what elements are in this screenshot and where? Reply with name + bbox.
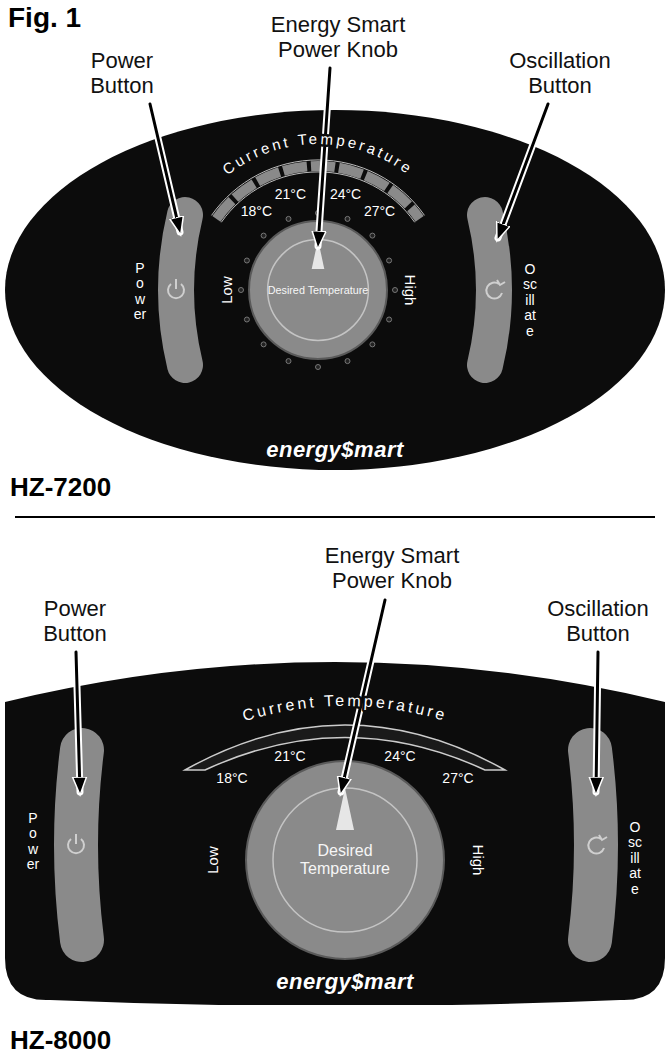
temperature-band <box>216 166 419 219</box>
temperature-mark: 18°C <box>216 771 247 785</box>
temperature-mark: 24°C <box>330 187 361 201</box>
oscillation-icon <box>588 835 607 854</box>
range-end: High <box>471 845 486 876</box>
temperature-mark: 24°C <box>384 749 415 763</box>
model-number: HZ-8000 <box>10 1027 111 1053</box>
knob-dot <box>387 258 392 263</box>
knob-dot <box>286 359 291 364</box>
knob-label: Desired Temperature <box>268 284 369 296</box>
knob-body <box>249 221 387 359</box>
temperature-mark: 27°C <box>442 771 473 785</box>
arc-text: Current Temperature <box>241 692 450 724</box>
range-end: Low <box>219 276 234 304</box>
callout-label: Energy Smart Power Knob <box>258 12 418 63</box>
callout-label: Energy Smart Power Knob <box>312 543 472 594</box>
button-name: Power <box>26 811 40 873</box>
oscillation-button <box>590 750 596 940</box>
leader-arrows <box>76 68 598 792</box>
oscillation-button <box>485 215 494 365</box>
divider-line <box>15 516 655 518</box>
range-end: Low <box>205 846 220 874</box>
callout-label: Oscillation Button <box>528 596 668 647</box>
knob-ring <box>268 240 369 341</box>
knob-ring <box>273 788 417 932</box>
temperature-band <box>185 725 505 770</box>
callout-label: Power Button <box>67 48 177 99</box>
knob-dot <box>370 342 375 347</box>
knob-label: Desired Temperature <box>273 842 417 879</box>
control-panel: energy$mart Desired Temperature <box>5 640 665 1005</box>
arc-heading: Current Temperature <box>241 692 450 724</box>
knob-dot <box>244 258 249 263</box>
power-icon <box>68 834 84 853</box>
knob-dot <box>316 365 321 370</box>
knob-dot <box>239 288 244 293</box>
knob-dot <box>345 359 350 364</box>
model-number: HZ-7200 <box>10 474 111 500</box>
band-edge <box>221 172 414 222</box>
knob-dot <box>316 211 321 216</box>
knob-dot <box>244 317 249 322</box>
power-button <box>176 215 185 365</box>
knob-dot <box>393 288 398 293</box>
temperature-mark: 21°C <box>274 749 305 763</box>
knob-dot <box>370 233 375 238</box>
power-icon <box>168 279 184 298</box>
callout-label: Oscillation Button <box>490 48 630 99</box>
knob-body <box>246 761 444 959</box>
control-panel: energy$mart Desired Temperature <box>5 110 665 470</box>
arc-text: Current Temperature <box>219 130 417 178</box>
power-button <box>76 750 82 940</box>
callout-label: Power Button <box>20 596 130 647</box>
button-name: Oscillate <box>628 820 642 897</box>
knob-pointer <box>312 240 325 269</box>
figure-title: Fig. 1 <box>8 2 81 34</box>
temperature-mark: 21°C <box>275 187 306 201</box>
arc-heading: Current Temperature <box>219 130 417 178</box>
knob-dot <box>261 342 266 347</box>
panel-shape <box>5 662 665 1005</box>
knob-pointer <box>336 788 354 830</box>
button-name: Power <box>133 261 147 323</box>
temperature-knob: Desired Temperature <box>245 760 445 960</box>
brand-logo: energy$mart <box>276 969 414 995</box>
knob-dots <box>239 211 398 370</box>
panel-shape <box>5 110 665 470</box>
brand-logo: energy$mart <box>266 437 404 463</box>
range-end: High <box>403 275 418 306</box>
temperature-mark: 27°C <box>364 204 395 218</box>
oscillation-icon <box>486 280 505 299</box>
knob-dot <box>286 216 291 221</box>
knob-dot <box>261 233 266 238</box>
knob-dot <box>345 216 350 221</box>
knob-dot <box>387 317 392 322</box>
temperature-knob: Desired Temperature <box>248 220 388 360</box>
temperature-mark: 18°C <box>241 204 272 218</box>
button-name: Oscillate <box>523 262 537 339</box>
